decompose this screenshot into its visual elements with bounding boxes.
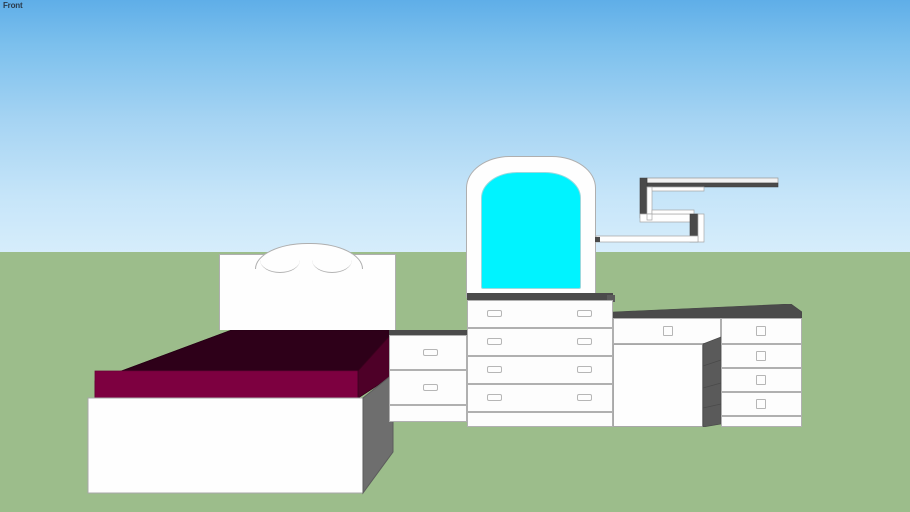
view-label: Front — [3, 1, 23, 10]
desk-side-drawer-2-knob[interactable] — [756, 351, 766, 361]
desk-inner-side-panel — [702, 336, 722, 427]
desk-top-surface — [613, 304, 802, 319]
wall-shelf-right-face — [697, 213, 705, 243]
mirror-glass — [481, 172, 581, 289]
dresser-object[interactable] — [467, 293, 615, 427]
desk-base-rail — [721, 416, 802, 427]
nightstand-object[interactable] — [389, 330, 467, 422]
dresser-top-surface — [467, 293, 613, 300]
wall-shelf-lower-tip — [595, 237, 600, 242]
wall-shelf-left-face — [646, 186, 653, 215]
wall-shelf-object[interactable] — [594, 174, 784, 246]
nightstand-handle-1[interactable] — [423, 349, 438, 356]
wall-shelf-left-band — [646, 213, 653, 221]
wall-shelf-upper-edge — [646, 182, 779, 188]
wall-shelf-upper-top — [646, 177, 779, 184]
desk-side-drawer-4-knob[interactable] — [756, 399, 766, 409]
wall-shelf-left-support — [639, 177, 648, 219]
dresser-drawer-1-handle-left[interactable] — [487, 310, 502, 317]
dresser-drawer-2-handle-right[interactable] — [577, 338, 592, 345]
desk-top-drawer-knob[interactable] — [663, 326, 673, 336]
desk-side-drawer-3-knob[interactable] — [756, 375, 766, 385]
wall-shelf-middle-inner — [651, 209, 695, 215]
dresser-drawer-4-handle-left[interactable] — [487, 394, 502, 401]
desk-object[interactable] — [613, 304, 802, 427]
nightstand-top-surface — [389, 330, 467, 335]
wall-shelf-geometry — [595, 177, 779, 243]
wall-shelf-lower-board — [595, 235, 699, 243]
dresser-drawer-2-handle-left[interactable] — [487, 338, 502, 345]
sky-background — [0, 0, 910, 252]
dresser-drawer-1-handle-right[interactable] — [577, 310, 592, 317]
dresser-base-rail — [467, 412, 613, 427]
nightstand-base-rail — [389, 405, 467, 422]
desk-top-geometry — [613, 304, 802, 319]
dresser-drawer-3-handle-right[interactable] — [577, 366, 592, 373]
wall-shelf-upper-underside — [646, 186, 705, 192]
dresser-drawer-3-handle-left[interactable] — [487, 366, 502, 373]
nightstand-drawer-2[interactable] — [389, 370, 467, 405]
desk-knee-panel — [613, 344, 703, 427]
nightstand-handle-2[interactable] — [423, 384, 438, 391]
dresser-drawer-4-handle-right[interactable] — [577, 394, 592, 401]
dresser-top-surface-edge — [607, 295, 615, 302]
nightstand-drawer-1[interactable] — [389, 335, 467, 370]
desk-side-drawer-1-knob[interactable] — [756, 326, 766, 336]
